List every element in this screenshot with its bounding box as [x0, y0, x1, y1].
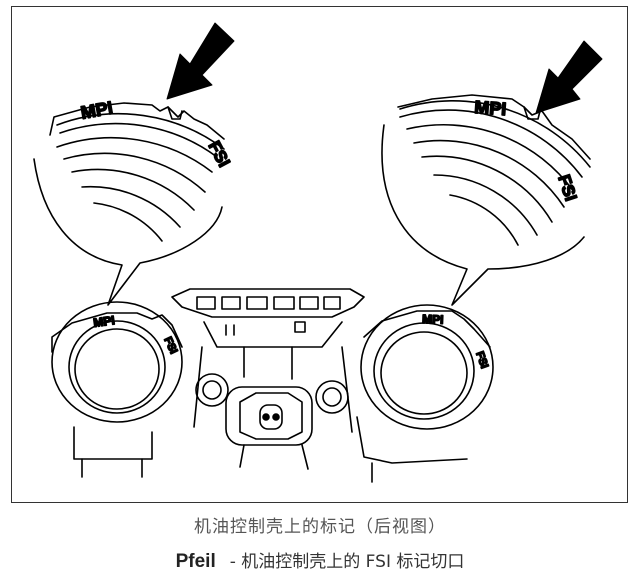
- left-cup-mpi-label: MPI: [92, 313, 115, 330]
- diagram-frame: MPI FSI MPI FSI: [11, 6, 628, 503]
- legend-description: - 机油控制壳上的 FSI 标记切口: [229, 552, 465, 572]
- figure-legend: Pfeil - 机油控制壳上的 FSI 标记切口: [0, 547, 640, 573]
- right-cup-fsi-label: FSI: [473, 350, 490, 370]
- right-callout-mpi-label: MPI: [474, 97, 507, 119]
- central-connector: [225, 386, 313, 470]
- legend-key: Pfeil: [175, 551, 216, 572]
- oil-control-housing-diagram: MPI FSI MPI FSI: [33, 22, 603, 483]
- left-callout-fsi-label: FSI: [204, 138, 233, 170]
- housing-assembly: MPI FSI MPI FSI: [51, 288, 494, 483]
- left-cup: [51, 301, 229, 478]
- figure-caption: 机油控制壳上的标记（后视图）: [194, 517, 446, 537]
- right-arrow-icon: [535, 40, 603, 114]
- left-arrow-icon: [166, 22, 235, 100]
- left-callout-mpi-label: MPI: [79, 98, 114, 123]
- right-cup-mpi-label: MPI: [422, 312, 444, 327]
- right-callout: [381, 94, 591, 306]
- left-callout: [33, 102, 225, 306]
- right-cup: [315, 304, 494, 483]
